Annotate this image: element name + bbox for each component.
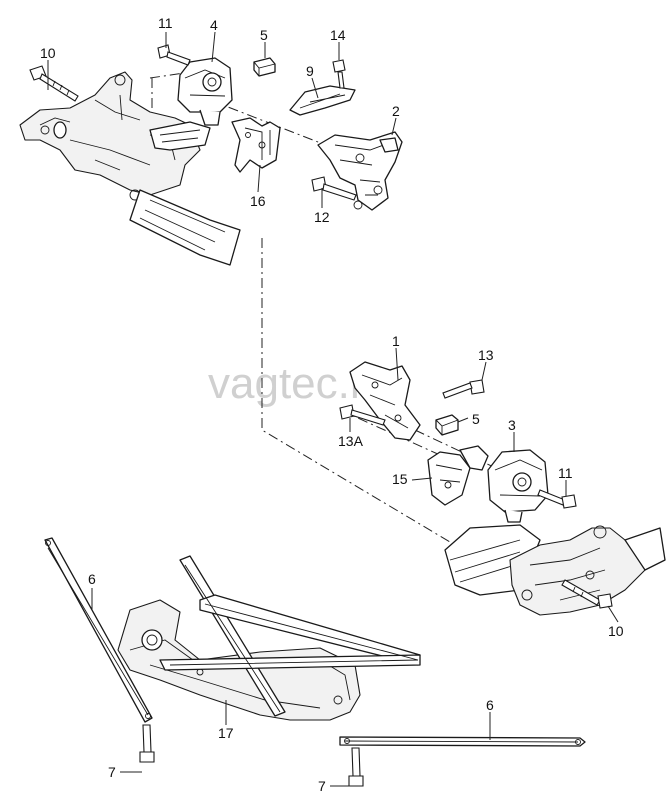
bolt-10-lower — [561, 579, 613, 609]
bolt-10-upper — [29, 65, 79, 102]
callout-11-upper: 11 — [158, 15, 173, 31]
console-2 — [317, 131, 403, 211]
bolt-12 — [311, 176, 357, 201]
stop-5-lower — [435, 414, 459, 436]
subframe-left-upper — [19, 71, 241, 266]
bracket-15 — [427, 445, 489, 506]
callout-1: 1 — [392, 333, 400, 349]
callout-5-upper: 5 — [260, 27, 268, 43]
engine-mount-4 — [177, 57, 233, 126]
callout-7-right: 7 — [318, 778, 326, 794]
bracket-16 — [231, 117, 281, 173]
callout-13a: 13A — [338, 433, 364, 449]
assembly-connection-line — [261, 238, 456, 546]
callout-5-lower: 5 — [472, 411, 480, 427]
stop-5-upper — [253, 57, 276, 77]
leader-lines — [47, 31, 619, 787]
callout-14: 14 — [330, 27, 346, 43]
callout-9: 9 — [306, 63, 314, 79]
strut-6-right — [339, 736, 586, 747]
bolt-14 — [332, 59, 346, 89]
bolt-13a — [339, 404, 386, 426]
callout-4: 4 — [210, 17, 218, 33]
callout-10-lower: 10 — [608, 623, 624, 639]
callout-3: 3 — [508, 417, 516, 433]
strut-6-left — [44, 537, 153, 723]
bracket-1 — [349, 361, 421, 441]
callout-10-upper: 10 — [40, 45, 56, 61]
callout-13: 13 — [478, 347, 494, 363]
bolt-7-left — [139, 724, 155, 763]
callout-17: 17 — [218, 725, 234, 741]
bolt-7-right — [348, 747, 364, 787]
subframe-brace-17 — [117, 555, 421, 721]
subframe-right-lower — [444, 524, 666, 616]
callout-12: 12 — [314, 209, 330, 225]
bolt-11-upper — [157, 44, 191, 66]
callout-16: 16 — [250, 193, 266, 209]
bolt-13 — [442, 379, 485, 399]
bolt-11-lower — [537, 489, 577, 509]
callout-7-left: 7 — [108, 764, 116, 780]
callout-6-right: 6 — [486, 697, 494, 713]
callout-6-left: 6 — [88, 571, 96, 587]
callout-15: 15 — [392, 471, 408, 487]
transmission-mount-3 — [487, 449, 549, 523]
callout-2: 2 — [392, 103, 400, 119]
callout-11-lower: 11 — [558, 465, 573, 481]
heat-shield-9 — [289, 85, 356, 116]
